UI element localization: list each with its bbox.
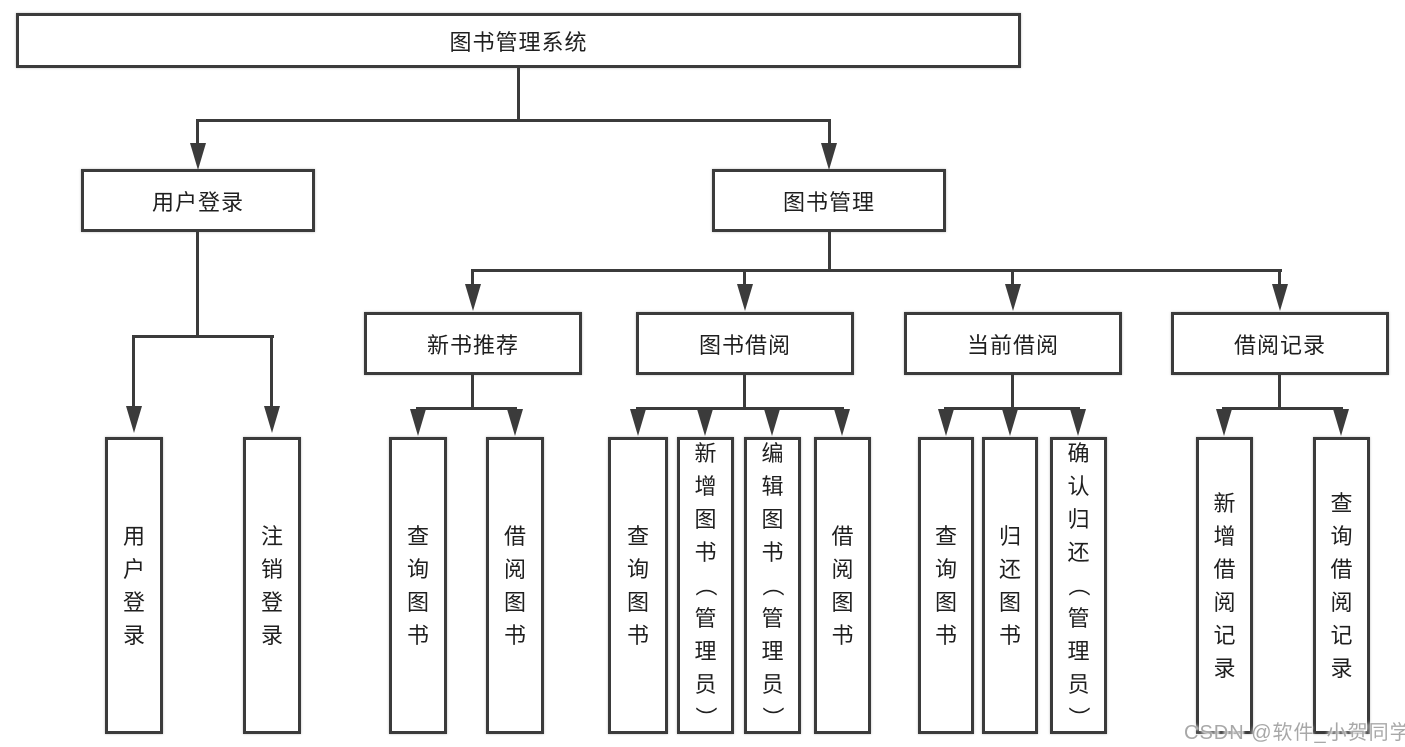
node-current-borrow: 当前借阅 [904, 312, 1122, 375]
leaf-query-borrow-record: 查询借阅记录 [1313, 437, 1370, 734]
node-label: 确认归还（管理员） [1066, 441, 1091, 729]
connector-line [944, 407, 1080, 410]
node-label: 当前借阅 [966, 332, 1059, 358]
arrow-down-icon [1216, 409, 1232, 436]
arrow-down-icon [264, 406, 280, 433]
node-book-borrow: 图书借阅 [636, 312, 854, 375]
arrow-down-icon [1002, 409, 1018, 436]
arrow-down-icon [697, 409, 713, 436]
node-label: 新书推荐 [426, 332, 519, 358]
connector-line [471, 269, 474, 287]
node-label: 编辑图书（管理员） [760, 441, 785, 729]
arrow-down-icon [190, 143, 206, 170]
node-label: 查询借阅记录 [1330, 490, 1353, 681]
connector-line [1011, 269, 1014, 287]
connector-line [828, 232, 831, 272]
node-label: 用户登录 [151, 189, 244, 215]
node-label: 查询图书 [626, 523, 649, 648]
leaf-logout: 注销登录 [243, 437, 301, 734]
node-borrow-records: 借阅记录 [1171, 312, 1389, 375]
connector-line [1278, 373, 1281, 410]
arrow-down-icon [821, 143, 837, 170]
connector-line [517, 68, 520, 122]
leaf-query-books-current: 查询图书 [918, 437, 974, 734]
connector-line [1278, 269, 1281, 287]
node-label: 查询图书 [406, 523, 429, 648]
connector-line [472, 269, 1282, 272]
connector-line [132, 335, 135, 408]
leaf-query-books-borrow: 查询图书 [608, 437, 668, 734]
leaf-add-books-admin: 新增图书（管理员） [677, 437, 734, 734]
arrow-down-icon [507, 409, 523, 436]
node-label: 借阅图书 [503, 523, 526, 648]
csdn-watermark: CSDN @软件_小贺同学 [1184, 722, 1405, 744]
node-label: 用户登录 [122, 523, 145, 648]
connector-line [1011, 373, 1014, 410]
arrow-down-icon [126, 406, 142, 433]
leaf-confirm-return-admin: 确认归还（管理员） [1050, 437, 1107, 734]
connector-line [743, 269, 746, 287]
connector-line [270, 335, 273, 408]
leaf-query-books-recommend: 查询图书 [389, 437, 447, 734]
node-label: 新增借阅记录 [1213, 490, 1236, 681]
node-label: 借阅记录 [1233, 332, 1326, 358]
arrow-down-icon [737, 284, 753, 311]
connector-line [416, 407, 517, 410]
arrow-down-icon [1005, 284, 1021, 311]
connector-line [471, 373, 474, 410]
node-label: 借阅图书 [831, 523, 854, 648]
node-book-management-branch: 图书管理 [712, 169, 946, 232]
node-label: 查询图书 [934, 523, 957, 648]
node-new-book-recommend: 新书推荐 [364, 312, 582, 375]
arrow-down-icon [764, 409, 780, 436]
node-user-login-branch: 用户登录 [81, 169, 315, 232]
node-label: 图书借阅 [698, 332, 791, 358]
leaf-borrow-books: 借阅图书 [814, 437, 871, 734]
connector-line [1222, 407, 1343, 410]
connector-line [743, 373, 746, 410]
arrow-down-icon [1272, 284, 1288, 311]
node-label: 新增图书（管理员） [693, 441, 718, 729]
leaf-return-books: 归还图书 [982, 437, 1038, 734]
leaf-add-borrow-record: 新增借阅记录 [1196, 437, 1253, 734]
arrow-down-icon [1333, 409, 1349, 436]
connector-line [196, 232, 199, 338]
arrow-down-icon [465, 284, 481, 311]
node-label: 图书管理系统 [449, 29, 588, 55]
leaf-user-login: 用户登录 [105, 437, 163, 734]
arrow-down-icon [938, 409, 954, 436]
connector-line [132, 335, 274, 338]
arrow-down-icon [630, 409, 646, 436]
node-root: 图书管理系统 [16, 13, 1021, 68]
arrow-down-icon [410, 409, 426, 436]
arrow-down-icon [834, 409, 850, 436]
connector-line [828, 119, 831, 147]
leaf-borrow-books-recommend: 借阅图书 [486, 437, 544, 734]
node-label: 归还图书 [998, 523, 1021, 648]
connector-line [196, 119, 199, 147]
node-label: 注销登录 [260, 523, 283, 648]
connector-line [636, 407, 844, 410]
leaf-edit-books-admin: 编辑图书（管理员） [744, 437, 801, 734]
node-label: 图书管理 [782, 189, 875, 215]
arrow-down-icon [1070, 409, 1086, 436]
connector-line [196, 119, 831, 122]
